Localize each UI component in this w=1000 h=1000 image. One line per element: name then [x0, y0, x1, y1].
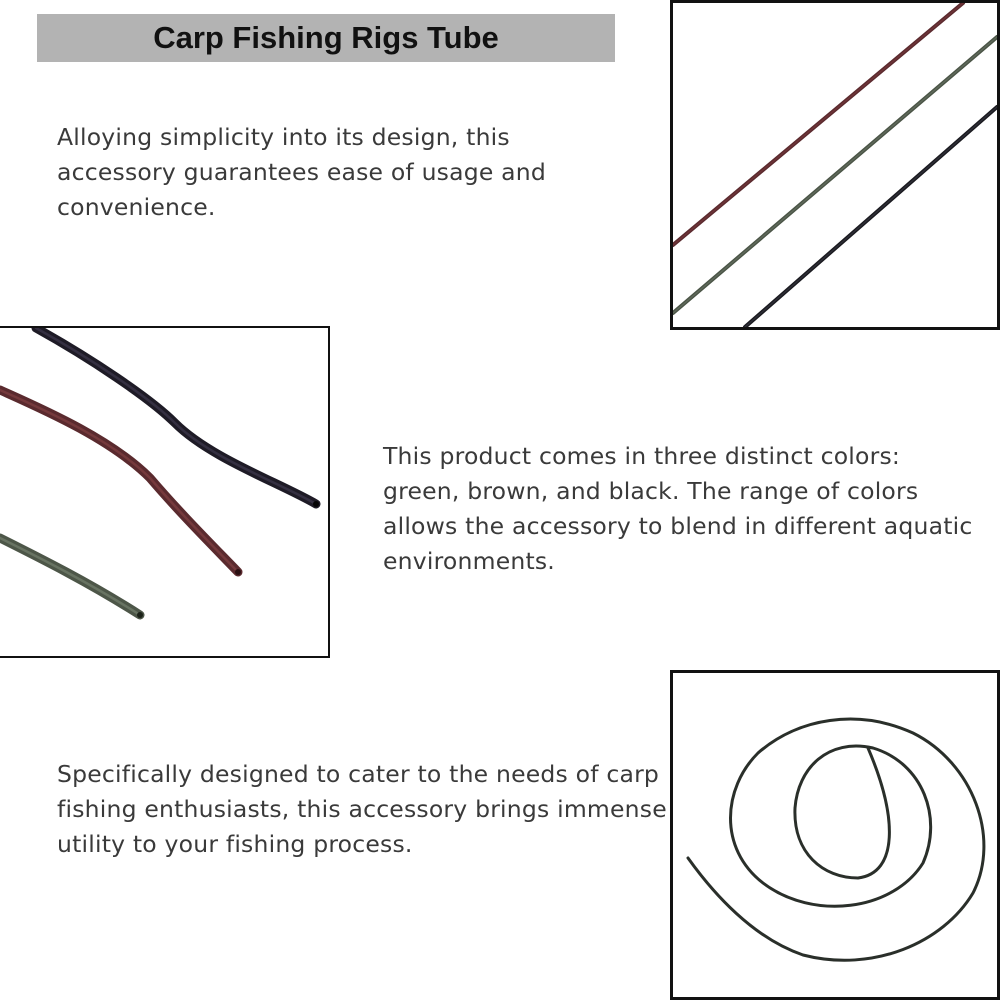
description-colors: This product comes in three distinct col…: [383, 442, 973, 575]
description-ease-of-use: Alloying simplicity into its design, thi…: [57, 123, 546, 221]
straight-tubes-illustration: [673, 3, 997, 327]
title-banner: Carp Fishing Rigs Tube: [37, 14, 615, 62]
description-utility: Specifically designed to cater to the ne…: [57, 760, 667, 858]
tube-ends-illustration: [0, 328, 321, 620]
product-image-straight-tubes: [670, 0, 1000, 330]
coiled-tube-illustration: [686, 717, 986, 962]
product-image-tube-ends: [0, 326, 330, 658]
page-title: Carp Fishing Rigs Tube: [153, 20, 499, 55]
product-image-coiled-tube: [670, 670, 1000, 1000]
